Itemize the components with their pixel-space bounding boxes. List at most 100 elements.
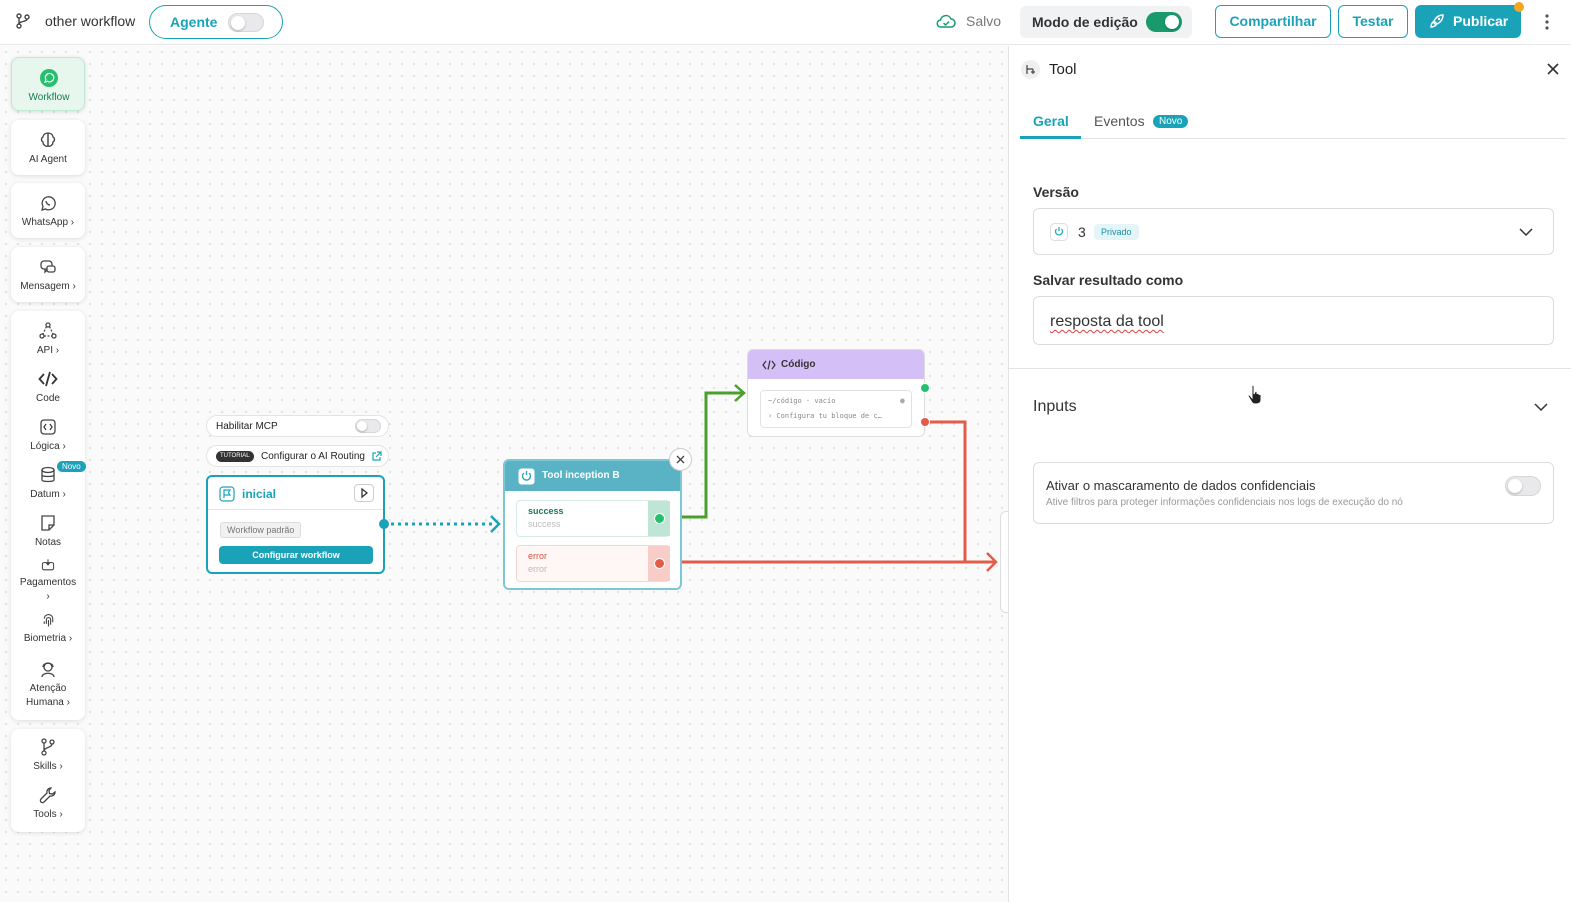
offscreen-node[interactable] <box>1000 511 1008 613</box>
external-link-icon <box>372 451 382 461</box>
tool-node[interactable]: Tool inception B success success error e… <box>503 459 682 590</box>
sidebar-item-label: Pagamentos › <box>19 577 77 602</box>
active-tab-indicator <box>1020 136 1081 139</box>
connector-success-arrow <box>734 384 746 402</box>
version-select[interactable]: 3 Privado <box>1033 208 1554 255</box>
inputs-section-title[interactable]: Inputs <box>1033 398 1077 415</box>
start-node-output-port[interactable] <box>379 519 389 529</box>
error-port[interactable] <box>654 558 665 569</box>
sidebar-item-skills[interactable]: Skills › <box>11 737 85 774</box>
sidebar-item-pagamentos[interactable]: Pagamentos › <box>11 557 85 604</box>
play-icon <box>361 487 369 499</box>
sidebar-item-label: Notas <box>34 537 62 548</box>
configure-workflow-button[interactable]: Configurar workflow <box>219 546 373 564</box>
output-success[interactable]: success success <box>516 500 670 537</box>
tool-icon <box>518 468 535 485</box>
mcp-toggle[interactable] <box>355 419 381 433</box>
agent-toggle-pill[interactable]: Agente <box>149 5 283 39</box>
output-error[interactable]: error error <box>516 545 670 582</box>
sidebar-card-skills-tools: Skills › Tools › <box>11 729 85 832</box>
sidebar-card-workflow: Workflow <box>11 57 85 111</box>
agent-toggle[interactable] <box>228 13 264 32</box>
run-button[interactable] <box>354 484 374 502</box>
panel-title: Tool <box>1049 61 1077 78</box>
default-workflow-tag: Workflow padrão <box>220 522 302 538</box>
workflow-name[interactable]: other workflow <box>45 13 136 29</box>
sidebar-card-ai-agent: AI Agent <box>11 120 85 175</box>
notification-dot <box>1514 2 1524 12</box>
sidebar-item-biometria[interactable]: Biometria › <box>11 612 85 646</box>
chevron-down-icon[interactable] <box>1533 401 1549 413</box>
private-badge: Privado <box>1094 224 1139 240</box>
close-icon[interactable] <box>1546 62 1560 76</box>
sidebar-item-notas[interactable]: Notas <box>11 513 85 550</box>
start-node[interactable]: inicial Workflow padrão Configurar workf… <box>206 475 385 574</box>
code-line-2: › Configura tu bloque de c… <box>768 412 882 420</box>
save-as-input[interactable]: resposta da tool <box>1033 296 1554 345</box>
sidebar-item-label: Mensagem › <box>20 281 76 292</box>
sidebar-item-api[interactable]: API › <box>11 321 85 358</box>
hand-cursor-icon <box>1247 384 1262 405</box>
chevron-down-icon <box>1519 228 1533 237</box>
branch-icon <box>16 13 30 29</box>
sidebar-item-workflow[interactable]: Workflow <box>12 68 86 105</box>
code-node[interactable]: Código ~/código · vacío ● › Configura tu… <box>747 349 925 437</box>
human-icon <box>41 662 55 678</box>
code-success-port[interactable] <box>920 383 930 393</box>
mask-toggle[interactable] <box>1505 476 1541 496</box>
data-masking-card: Ativar o mascaramento de dados confidenc… <box>1033 462 1554 524</box>
success-port[interactable] <box>654 513 665 524</box>
start-node-title: inicial <box>242 487 277 501</box>
sidebar-item-mensagem[interactable]: Mensagem › <box>11 257 85 294</box>
tabs-divider <box>1020 138 1566 139</box>
close-icon <box>676 455 685 464</box>
connector-arrow-head <box>490 515 501 533</box>
close-node-button[interactable] <box>669 448 692 471</box>
api-icon <box>39 322 57 339</box>
sidebar-item-label: Atenção Humana › <box>26 683 70 708</box>
test-button[interactable]: Testar <box>1338 5 1408 38</box>
sidebar-item-atencao-humana[interactable]: Atenção Humana › <box>11 659 85 710</box>
tab-geral[interactable]: Geral <box>1033 113 1069 129</box>
message-icon <box>40 260 56 274</box>
tool-node-title: Tool inception B <box>542 470 620 481</box>
sidebar-item-label: Skills › <box>33 761 63 772</box>
tutorial-label: Configurar o AI Routing <box>261 451 365 462</box>
sidebar-card-mensagem: Mensagem › <box>11 247 85 302</box>
sidebar-item-code[interactable]: Code <box>11 369 85 406</box>
publish-button[interactable]: Publicar <box>1415 5 1521 38</box>
sidebar-item-logica[interactable]: Lógica › <box>11 417 85 454</box>
sidebar-item-label: WhatsApp › <box>21 217 75 228</box>
output-error-label: error <box>528 551 548 561</box>
sidebar-item-label: Workflow <box>28 92 70 103</box>
connectors-layer <box>384 384 998 572</box>
edit-mode-toggle[interactable] <box>1146 12 1182 32</box>
code-error-port[interactable] <box>920 417 930 427</box>
tab-eventos[interactable]: Eventos <box>1094 113 1145 129</box>
tool-config-panel: Tool Geral Eventos Novo Versão 3 Privado… <box>1008 46 1571 902</box>
sidebar-item-label: Datum › <box>30 489 66 500</box>
branch-icon <box>41 738 55 756</box>
sidebar-item-ai-agent[interactable]: AI Agent <box>11 130 85 167</box>
sidebar-item-tools[interactable]: Tools › <box>11 785 85 822</box>
more-options-icon[interactable] <box>1540 12 1554 32</box>
sidebar-item-label: AI Agent <box>29 154 67 165</box>
tool-panel-icon <box>1021 60 1040 79</box>
sidebar-item-whatsapp[interactable]: WhatsApp › <box>11 193 85 230</box>
connector-success <box>682 391 743 519</box>
sidebar-card-integrations: API › Code Lógica › Datum › Novo Notas P… <box>11 311 86 720</box>
agent-label: Agente <box>170 14 218 30</box>
save-as-label: Salvar resultado como <box>1033 272 1184 288</box>
payment-icon <box>41 559 55 571</box>
version-label: Versão <box>1033 184 1079 200</box>
code-preview[interactable]: ~/código · vacío ● › Configura tu bloque… <box>760 390 912 428</box>
code-line-1: ~/código · vacío <box>768 397 836 405</box>
mask-title: Ativar o mascaramento de dados confidenc… <box>1046 478 1316 493</box>
share-button[interactable]: Compartilhar <box>1215 5 1331 38</box>
version-value: 3 <box>1078 224 1086 240</box>
edit-mode-control: Modo de edição <box>1020 6 1192 38</box>
code-icon <box>762 360 776 370</box>
tutorial-link[interactable]: TUTORIAL Configurar o AI Routing <box>206 445 389 467</box>
code-node-header <box>748 350 924 379</box>
sidebar-item-datum[interactable]: Datum › <box>11 465 85 502</box>
